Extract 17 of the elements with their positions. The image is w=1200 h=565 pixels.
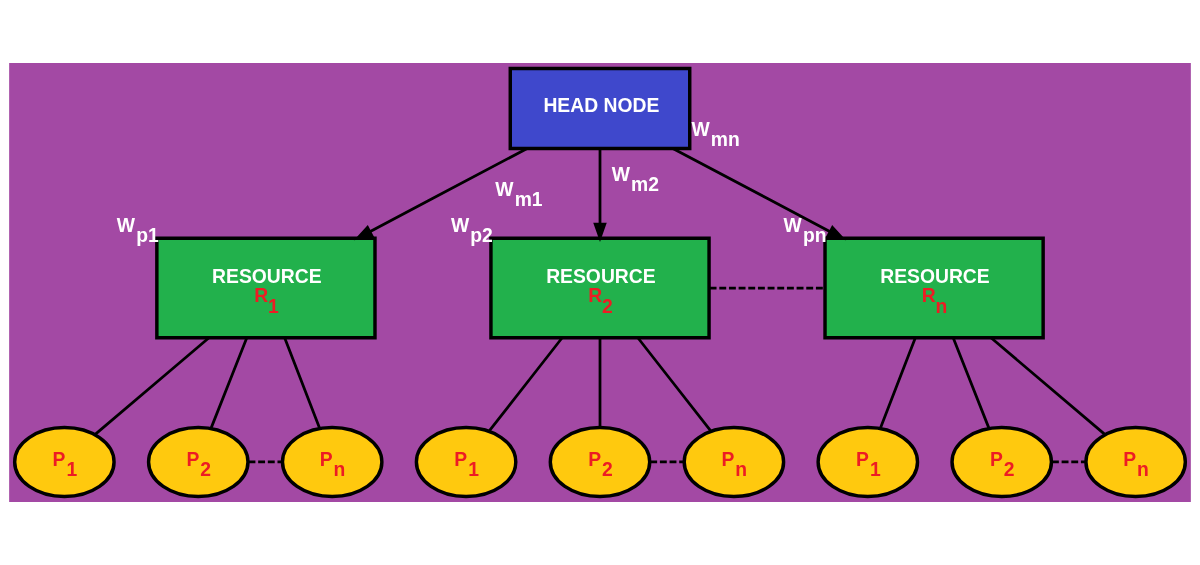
connector bbox=[709, 286, 825, 290]
connector bbox=[650, 460, 684, 464]
connector bbox=[248, 460, 282, 464]
connector bbox=[952, 337, 991, 429]
arrow bbox=[672, 147, 847, 241]
node-box: HEAD NODE bbox=[508, 66, 692, 151]
arrow bbox=[593, 148, 607, 242]
connector bbox=[488, 337, 564, 433]
connector bbox=[879, 337, 917, 429]
connector bbox=[94, 336, 210, 436]
connector bbox=[283, 337, 321, 429]
connector bbox=[598, 338, 602, 428]
connector bbox=[209, 337, 248, 429]
connector bbox=[990, 336, 1106, 436]
arrow bbox=[353, 147, 528, 241]
connector bbox=[1051, 460, 1086, 464]
connector bbox=[636, 337, 712, 433]
